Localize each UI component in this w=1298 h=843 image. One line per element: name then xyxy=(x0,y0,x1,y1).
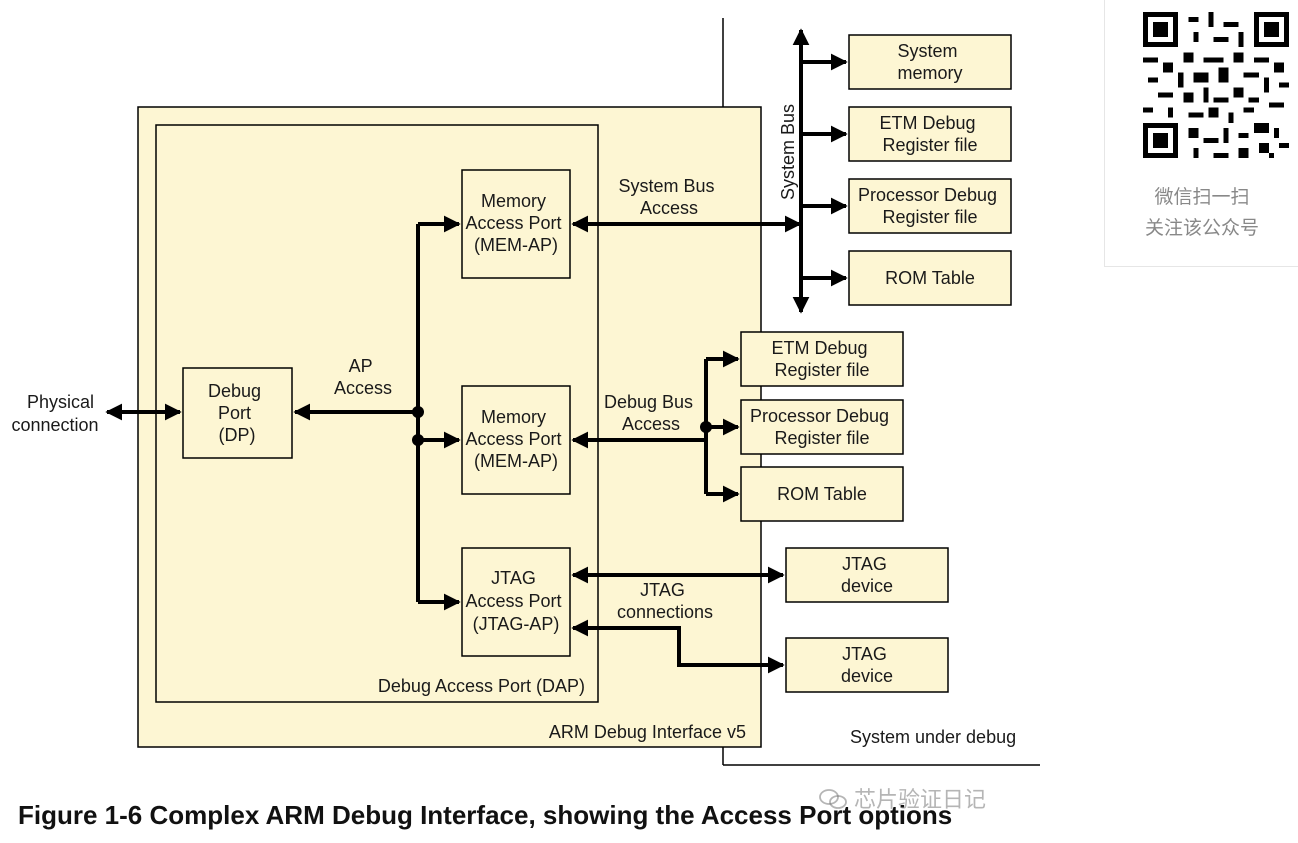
watermark: 芯片验证日记 xyxy=(818,782,986,814)
ap-junction-dot xyxy=(412,406,424,418)
qr-line-2: 关注该公众号 xyxy=(1144,217,1259,239)
sys-processor-debug-label: Processor Debug Register file xyxy=(858,185,1002,227)
ap-access-label: AP Access xyxy=(334,356,392,398)
dbg-processor-debug-box xyxy=(740,399,904,455)
system-memory-label: System memory xyxy=(897,41,962,83)
dbg-processor-debug-label: Processor Debug Register file xyxy=(750,406,894,448)
jtag-device-1-box xyxy=(785,547,949,603)
jtag-device-2-box xyxy=(785,637,949,693)
sys-rom-table-box xyxy=(848,250,1012,306)
figure-caption: Figure 1-6 Complex ARM Debug Interface, … xyxy=(18,800,953,830)
mem-ap-2-label: Memory Access Port (MEM-AP) xyxy=(465,407,566,471)
jtag-connections-label: JTAG connections xyxy=(617,580,713,622)
sys-rom-table-label: ROM Table xyxy=(885,268,975,288)
debug-bus-junction-dot xyxy=(700,421,712,433)
qr-code-icon xyxy=(1143,12,1289,158)
dbg-rom-table-label: ROM Table xyxy=(777,484,867,504)
debug-port-box xyxy=(182,367,293,459)
sys-processor-debug-box xyxy=(848,178,1012,234)
jtag-connection-2-arrow xyxy=(571,619,785,674)
system-bus-label: System Bus xyxy=(778,104,798,200)
system-memory-box xyxy=(848,34,1012,90)
watermark-text: 芯片验证日记 xyxy=(854,788,987,813)
mem-ap-1-box xyxy=(461,169,571,279)
mem-ap-2-junction-dot xyxy=(412,434,424,446)
qr-line-1: 微信扫一扫 xyxy=(1154,186,1250,208)
mem-ap-2-box xyxy=(461,385,571,495)
sys-etm-box xyxy=(848,106,1012,162)
jtag-device-2-label: JTAG device xyxy=(841,644,893,686)
dbg-rom-table-box xyxy=(740,466,904,522)
sys-etm-label: ETM Debug Register file xyxy=(879,113,980,155)
system-under-debug-label: System under debug xyxy=(850,727,1016,747)
debug-bus-access-label: Debug Bus Access xyxy=(604,392,698,434)
jtag-ap-label: JTAG Access Port (JTAG-AP) xyxy=(465,568,566,634)
adi-v5-label: ARM Debug Interface v5 xyxy=(549,722,746,742)
dap-label: Debug Access Port (DAP) xyxy=(378,676,585,696)
dbg-etm-box xyxy=(740,331,904,387)
debug-port-label: Debug Port (DP) xyxy=(208,381,266,445)
mem-ap-1-label: Memory Access Port (MEM-AP) xyxy=(465,191,566,255)
qr-panel: 微信扫一扫 关注该公众号 xyxy=(1104,0,1298,267)
dbg-etm-label: ETM Debug Register file xyxy=(771,338,872,380)
jtag-device-1-label: JTAG device xyxy=(841,554,893,596)
wechat-icon xyxy=(819,789,847,809)
jtag-ap-box xyxy=(461,547,571,657)
physical-connection-label: Physical connection xyxy=(11,392,99,435)
system-bus-access-label: System Bus Access xyxy=(618,176,719,218)
arm-debug-interface-diagram: Physical connection Debug Port (DP) AP A… xyxy=(11,18,1040,766)
